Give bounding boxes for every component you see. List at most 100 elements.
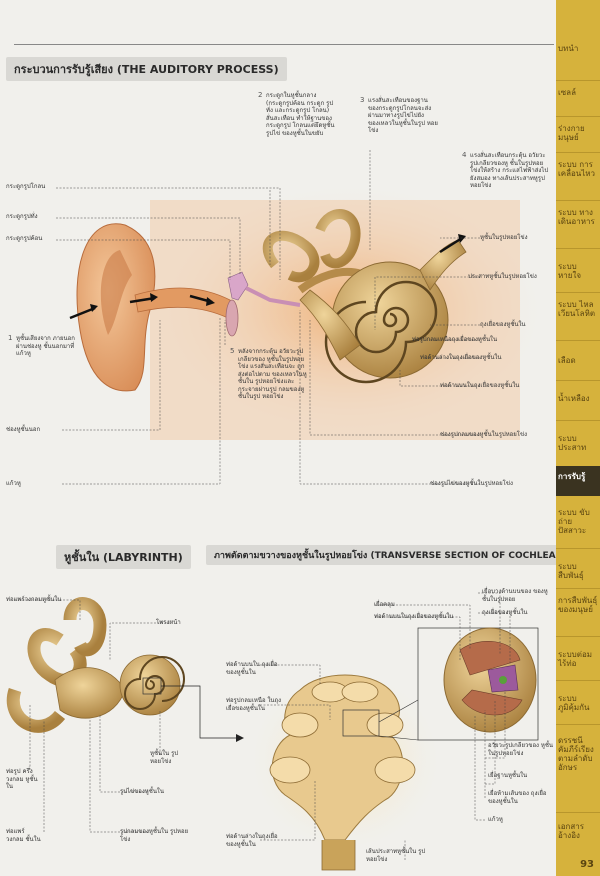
step4-text: แรงสั่นสะเทือนกระตุ้น อวัยวะรูปเกลียวของ… bbox=[470, 152, 549, 189]
tab-circulatory-system[interactable]: ระบบ ไหลเวียนโลหิต bbox=[558, 300, 596, 318]
step3-number: 3 bbox=[360, 96, 365, 104]
detail-frame bbox=[417, 627, 539, 741]
label-nerve-section: เส้นประสาทหูชั้นใน รูปหอยโข่ง bbox=[366, 848, 426, 863]
sound-arrow-2-head bbox=[150, 293, 158, 302]
section2-title: หูชั้นใน (LABYRINTH) bbox=[56, 545, 191, 569]
sound-arrow-1-head bbox=[90, 304, 98, 312]
tab-perception[interactable]: การรับรู้ bbox=[556, 466, 600, 496]
ear-fold bbox=[100, 250, 132, 335]
cochlear-nerve-trunk bbox=[321, 840, 356, 871]
tab-blood[interactable]: เลือด bbox=[558, 356, 576, 365]
label-basilar: เยื่อฐานหูชั้นใน bbox=[488, 772, 528, 779]
label-upper-round-duct: ท่อรูปกลมเหนือถุงเยื่อของหูชั้นใน bbox=[412, 336, 498, 343]
detail-connector-1 bbox=[378, 699, 419, 723]
step3-text: แรงสั่นสะเทือนของฐาน ของกระดูกรูปโกลนจะส… bbox=[368, 97, 438, 134]
step2-number: 2 bbox=[258, 91, 263, 99]
detail-connector-2 bbox=[378, 735, 419, 741]
labyrinth-vestibule bbox=[54, 667, 126, 719]
label-upper-duct-section: ท่อด้านบนใน ถุงเยื่อของหูชั้นใน bbox=[226, 661, 278, 676]
tab-nervous-system[interactable]: ระบบประสาท bbox=[558, 434, 587, 452]
tab-cell[interactable]: เซลล์ bbox=[558, 88, 576, 97]
tab-reproductive-system[interactable]: ระบบสืบพันธุ์ bbox=[558, 562, 584, 580]
label-sac-detail: ถุงเยื่อของหูชั้นใน bbox=[482, 609, 528, 616]
vestibule bbox=[299, 289, 361, 361]
section-highlight-box bbox=[342, 709, 380, 737]
semicircular-canal-1 bbox=[262, 230, 320, 283]
tab-introduction[interactable]: บทนำ bbox=[558, 44, 579, 53]
section3-title: ภาพตัดตามขวางของหูชั้นในรูปหอยโข่ง (TRAN… bbox=[206, 545, 568, 565]
tab-endocrine-system[interactable]: ระบบต่อมไร้ท่อ bbox=[558, 650, 593, 668]
tab-urinary-system[interactable]: ระบบ ขับถ่ายปัสสาวะ bbox=[558, 508, 590, 535]
label-stapes: กระดูกรูปโกลน bbox=[6, 183, 46, 190]
eardrum bbox=[225, 299, 239, 337]
zoom-connector bbox=[161, 685, 240, 739]
label-semicircular: ท่อรูป ครึ่งวงกลม หูชั้นใน bbox=[6, 768, 38, 790]
label-reissner: เยื่อบางด้านบนของ ของหูชั้นในรูปหอย bbox=[482, 588, 548, 603]
top-rule bbox=[14, 44, 554, 45]
label-stria: เยื่อห้ามเส้นของ ถุงเยื่อของหูชั้นใน bbox=[488, 790, 547, 805]
step1-number: 1 bbox=[8, 334, 13, 342]
labyrinth-canal-3 bbox=[6, 687, 66, 733]
label-labyrinth-cochlea: หูชั้นใน รูปหอยโข่ง bbox=[150, 750, 179, 765]
chapter-sidebar: บทนำ เซลล์ ร่างกายมนุษย์ ระบบ การเคลื่อน… bbox=[556, 0, 600, 876]
step1-text: หูชั้นเสียงจาก ภายนอกผ่านช่องหู ชั้นนอกม… bbox=[16, 335, 75, 357]
label-upper-duct: ท่อด้านบนในถุงเยื่อของหูชั้นใน bbox=[440, 382, 520, 389]
label-inner-canal: ท่อแพร์วงกลม ชั้นใน bbox=[6, 828, 41, 843]
label-tectorial: เยื่อคลุม bbox=[374, 601, 395, 608]
zoom-connector-head bbox=[236, 734, 244, 742]
tab-lymph[interactable]: น้ำเหลือง bbox=[558, 394, 590, 403]
cochlea-spiral bbox=[324, 280, 438, 384]
step5-number: 5 bbox=[230, 347, 235, 355]
label-round-window-inner: รูปกลมของหูชั้นใน รูปหอยโข่ง bbox=[120, 828, 189, 843]
tab-immune-system[interactable]: ระบบภูมิคุ้มกัน bbox=[558, 694, 590, 712]
cochlear-nerve bbox=[419, 239, 467, 291]
tab-references[interactable]: เอกสารอ้างอิง bbox=[558, 822, 585, 840]
label-eardrum-section: แก้วหู bbox=[488, 816, 503, 823]
step2-text: กระดูกในหูชั้นกลาง (กระดูกรูปค้อน กระดูก… bbox=[266, 92, 335, 137]
ossicles bbox=[227, 271, 249, 301]
section2-leader-lines bbox=[14, 599, 170, 833]
anatomy-illustrations bbox=[6, 150, 550, 871]
label-membranous-sac: ถุงเยื่อของหูชั้นใน bbox=[480, 321, 526, 328]
label-malleus: กระดูกรูปค้อน bbox=[6, 235, 43, 242]
labyrinth-spiral bbox=[124, 656, 185, 710]
label-lower-duct: ท่อด้านล่างในถุงเยื่อของหูชั้นใน bbox=[420, 354, 502, 361]
nerve-arrow bbox=[439, 236, 463, 254]
step5-text: หลังจากกระตุ้น อวัยวะรูปเกลียวของ หูชั้น… bbox=[238, 348, 307, 400]
label-cochlea: หูชั้นในรูปหอยโข่ง bbox=[480, 234, 528, 241]
label-round-window: ช่องรูปกลมของหูชั้นในรูปหอยโข่ง bbox=[440, 431, 528, 438]
step4-number: 4 bbox=[462, 151, 467, 159]
section1-title: กระบวนการรับรู้เสียง (THE AUDITORY PROCE… bbox=[6, 57, 287, 81]
label-ear-canal: ช่องหูชั้นนอก bbox=[6, 426, 41, 433]
sound-arrow-1 bbox=[69, 306, 96, 320]
tab-movement-system[interactable]: ระบบ การเคลื่อนไหว bbox=[558, 160, 596, 178]
scala-vestibuli bbox=[459, 641, 521, 676]
semicircular-canal-2 bbox=[315, 209, 361, 269]
label-round-duct-section: ท่อรูปกลมเหนือ ในถุงเยื่อของหูชั้นใน bbox=[226, 697, 282, 712]
organ-of-corti bbox=[499, 676, 507, 684]
tab-digestive-system[interactable]: ระบบ ทางเดินอาหาร bbox=[558, 208, 595, 226]
label-oval-window-inner: รูปไข่ของหูชั้นใน bbox=[120, 788, 164, 795]
label-incus: กระดูกรูปทั่ง bbox=[6, 213, 38, 220]
page-number: 93 bbox=[580, 859, 594, 870]
stapes bbox=[245, 286, 301, 307]
labyrinth-canal-2 bbox=[63, 597, 107, 657]
tab-respiratory-system[interactable]: ระบบหายใจ bbox=[558, 262, 582, 280]
section3-leader-lines bbox=[260, 592, 511, 860]
tab-human-reproduction[interactable]: การสืบพันธุ์ ของมนุษย์ bbox=[558, 596, 598, 614]
scala-tympani bbox=[461, 689, 523, 716]
label-corti: อวัยวะรูปเกลียวของ หูชั้นในรูปหอยโข่ง bbox=[488, 742, 554, 757]
label-vestibule: โพรงหน้า bbox=[156, 619, 181, 626]
sound-arrow-3-head bbox=[206, 297, 215, 306]
label-upper-duct-top: ท่อด้านบนในถุงเยื่อของหูชั้นใน bbox=[374, 613, 454, 620]
cochlea-turns bbox=[269, 681, 416, 784]
section1-leader-lines bbox=[56, 150, 480, 485]
label-oval-window: ช่องรูปไข่ของหูชั้นในรูปหอยโข่ง bbox=[430, 480, 513, 487]
nerve-arrow-head bbox=[458, 234, 466, 243]
tab-index[interactable]: ดรรชนี คัมภีร์เรียง ตามลำดับ อักษร bbox=[558, 736, 594, 772]
label-lower-duct-section: ท่อด้านล่างในถุงเยื่อ ของหูชั้นใน bbox=[226, 833, 278, 848]
label-eardrum: แก้วหู bbox=[6, 480, 21, 487]
tab-human-body[interactable]: ร่างกายมนุษย์ bbox=[558, 124, 585, 142]
label-cochlear-nerve: ประสาทหูชั้นในรูปหอยโข่ง bbox=[468, 273, 537, 280]
